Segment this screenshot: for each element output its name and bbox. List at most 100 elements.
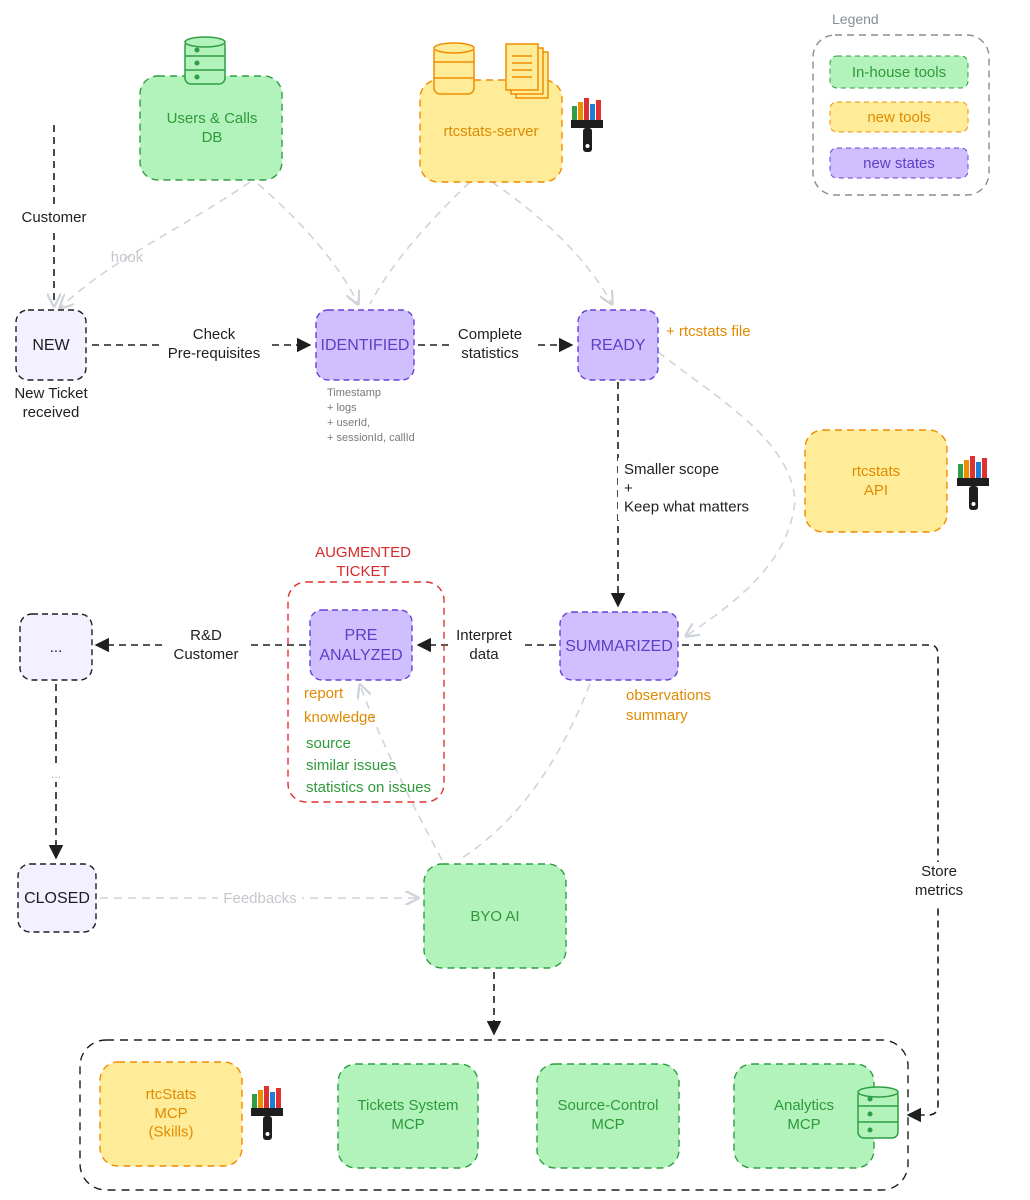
identified-field: + userId, <box>327 417 370 429</box>
legend-inhouse-swatch <box>829 55 969 89</box>
check-label-text-line: Pre-requisites <box>168 345 261 362</box>
byo-ai-node <box>423 863 567 969</box>
rtcstats-brush-icon <box>571 98 603 152</box>
mcp-rtcstats-node <box>99 1061 243 1167</box>
db-to-identified-edge <box>257 183 358 304</box>
rnd-label-text: R&D <box>190 627 222 644</box>
mcp-analytics-label-text-line: MCP <box>787 1116 820 1133</box>
complete-label: Complete statistics <box>458 326 522 362</box>
byo-ai-label: BYO AI <box>470 908 519 925</box>
augmented-ticket-label-text-line: TICKET <box>336 563 389 580</box>
mcp-source-node <box>536 1063 680 1169</box>
mcp-analytics-label-text: Analytics <box>774 1097 834 1114</box>
state-identified <box>315 309 415 381</box>
smaller-label-text: Smaller scope <box>624 461 719 478</box>
legend-newtools-label: new tools <box>867 109 930 126</box>
users-db-label-text: Users & Calls <box>167 110 258 127</box>
check-label-text: Check <box>193 326 236 343</box>
rnd-label-text-line: Customer <box>173 646 238 663</box>
rtcstats-brush-icon <box>957 456 989 510</box>
hook-label: hook <box>111 249 144 266</box>
identified-field: Timestamp <box>327 387 381 399</box>
identified-fields: Timestamp + logs + userId, + sessionId, … <box>327 387 415 444</box>
pre-analyzed-notes: report knowledge source similar issues s… <box>304 685 431 796</box>
interpret-label-text: Interpret <box>456 627 513 644</box>
state-summarized-label: SUMMARIZED <box>565 638 673 655</box>
identified-field: + sessionId, callId <box>327 432 415 444</box>
rtcstats-api-node <box>804 429 948 533</box>
summarized-note: observations <box>626 687 711 704</box>
hook-edge-left <box>60 181 251 308</box>
rtcstats-api-label-text: rtcstats <box>852 463 900 480</box>
dots-label: ... <box>51 767 61 781</box>
state-new <box>15 309 87 381</box>
database-icon <box>184 36 226 85</box>
documents-icon <box>505 43 549 99</box>
state-ready <box>577 309 659 381</box>
augmented-ticket-label: AUGMENTED TICKET <box>315 544 411 580</box>
legend-newtools-swatch <box>829 101 969 133</box>
summarized-to-byo-edge <box>461 683 591 859</box>
legend: Legend In-house tools new tools new stat… <box>812 11 990 196</box>
mcp-rtcstats-label-text-line: MCP <box>154 1105 187 1122</box>
summarized-notes: observations summary <box>626 687 711 724</box>
pre-note-green: similar issues <box>306 757 396 774</box>
mcp-tickets-label-text-line: MCP <box>391 1116 424 1133</box>
mcp-rtcstats-label-text: rtcStats <box>146 1086 197 1103</box>
server-database-icon <box>433 42 475 95</box>
mcp-group-frame <box>79 1039 909 1191</box>
rtcstats-brush-icon <box>251 1086 283 1140</box>
state-identified-label: IDENTIFIED <box>321 337 410 354</box>
interpret-label-text-line: data <box>469 646 499 663</box>
summarized-note: summary <box>626 707 688 724</box>
smaller-label: Smaller scope+Keep what matters <box>624 461 749 516</box>
state-ellipsis <box>19 613 93 681</box>
ready-to-summarized-faint-edge <box>657 351 796 636</box>
legend-frame <box>812 34 990 196</box>
augmented-ticket-label-text: AUGMENTED <box>315 544 411 561</box>
state-closed <box>17 863 97 933</box>
rtcstats-api-label-text-line: API <box>864 482 888 499</box>
complete-label-text-line: statistics <box>461 345 519 362</box>
pre-note-green: source <box>306 735 351 752</box>
identified-field: + logs <box>327 402 357 414</box>
store-label-text-line: metrics <box>915 882 963 899</box>
server-to-identified-edge <box>369 181 471 305</box>
legend-inhouse-label: In-house tools <box>852 64 946 81</box>
state-ellipsis-label: ... <box>50 639 63 656</box>
state-pre-analyzed <box>309 609 413 681</box>
new-ticket-note-text-line: received <box>23 404 80 421</box>
pre-note-green: statistics on issues <box>306 779 431 796</box>
interpret-label: Interpret data <box>456 627 513 663</box>
pre-note-orange: knowledge <box>304 709 376 726</box>
analytics-database-icon <box>857 1086 899 1139</box>
pre-note-orange: report <box>304 685 344 702</box>
mcp-source-label-text-line: MCP <box>591 1116 624 1133</box>
customer-label: Customer <box>21 209 86 226</box>
rtcstats-file-note: + rtcstats file <box>666 323 751 340</box>
byo-to-pre-edge <box>360 685 443 861</box>
state-summarized <box>559 611 679 681</box>
smaller-label-text-line: Keep what matters <box>624 499 749 516</box>
server-to-ready-edge <box>491 181 612 304</box>
legend-title: Legend <box>832 11 879 27</box>
complete-label-text: Complete <box>458 326 522 343</box>
state-pre-analyzed-label-text: PRE <box>345 627 378 644</box>
rtcstats-server-label: rtcstats-server <box>443 123 538 140</box>
new-ticket-note-text: New Ticket <box>14 385 88 402</box>
mcp-rtcstats-label-text-line: (Skills) <box>149 1124 194 1141</box>
feedbacks-label: Feedbacks <box>223 890 296 907</box>
users-db-label-text-line: DB <box>202 129 223 146</box>
legend-newstates-label: new states <box>863 155 935 172</box>
legend-newstates-swatch <box>829 147 969 179</box>
